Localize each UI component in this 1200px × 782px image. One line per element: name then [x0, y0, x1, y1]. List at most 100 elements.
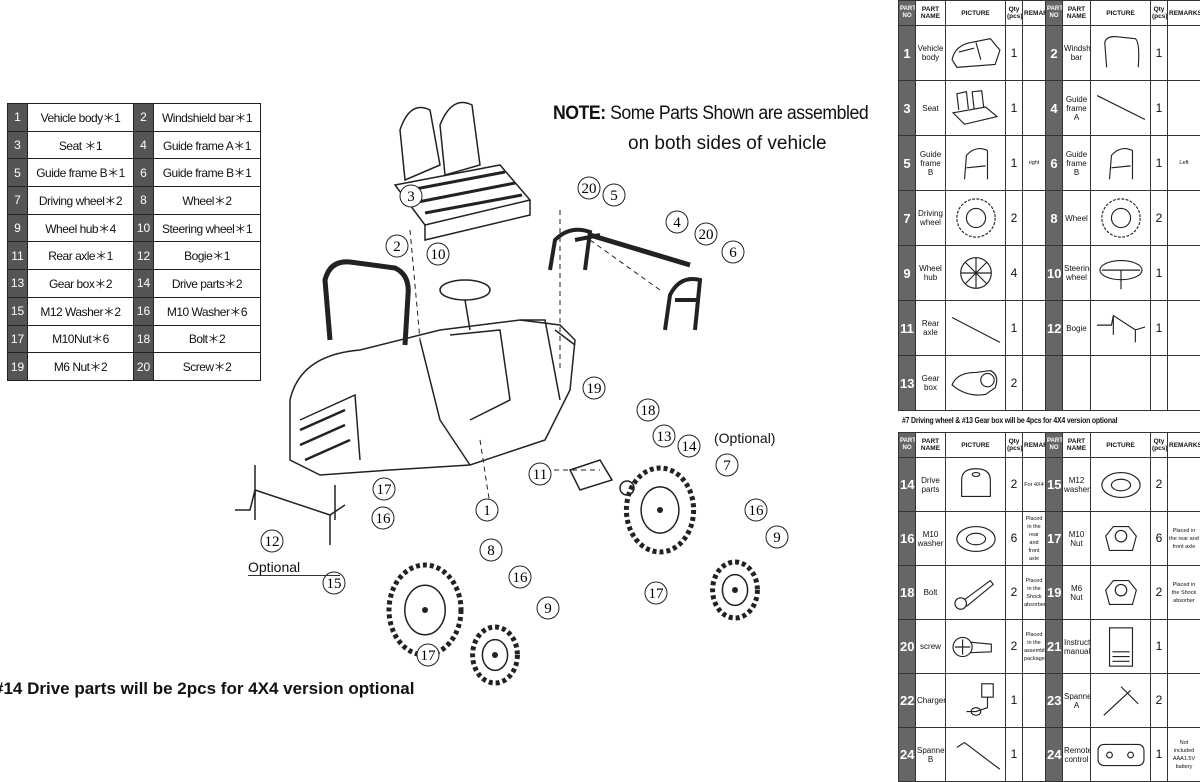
allen-picture-icon [947, 733, 1004, 777]
part-number: 6 [134, 159, 154, 187]
part-qty: 1 [1006, 301, 1023, 356]
callout-20: 20 [578, 177, 600, 199]
rod-picture-icon [1092, 86, 1149, 130]
callout-6: 6 [722, 241, 744, 263]
callout-number: 9 [773, 530, 781, 546]
part-name: Guide frame B [1063, 136, 1091, 191]
part-qty: 1 [1006, 674, 1023, 728]
part-name: Spanner A [1063, 674, 1091, 728]
part-name: M10 washer [916, 512, 946, 566]
part-picture [946, 674, 1006, 728]
bogie-drawing [235, 490, 345, 545]
table-note: #7 Driving wheel & #13 Gear box will be … [902, 416, 1117, 425]
part-picture [1091, 136, 1151, 191]
part-remarks: right [1023, 136, 1046, 191]
part-picture [946, 512, 1006, 566]
frame-picture-icon [1092, 141, 1149, 185]
part-picture [1091, 246, 1151, 301]
callout-17: 17 [645, 582, 667, 604]
callout-8: 8 [480, 539, 502, 561]
part-qty: 1 [1006, 81, 1023, 136]
optional-label-right: (Optional) [714, 430, 775, 446]
part-number: 12 [134, 242, 154, 270]
part-name: M6 Nut＊2 [28, 353, 134, 381]
part-picture [1091, 674, 1151, 728]
header-part-no: PART NO [1046, 433, 1063, 458]
callout-12: 12 [261, 530, 283, 552]
part-remarks [1168, 26, 1200, 81]
gear-picture-icon [947, 361, 1004, 405]
part-number: 9 [8, 214, 28, 242]
callout-number: 3 [407, 189, 415, 205]
part-remarks: Placed in the rear and front axle [1023, 512, 1046, 566]
part-qty: 6 [1006, 512, 1023, 566]
callout-number: 17 [421, 648, 437, 664]
header-remarks: REMARKS [1023, 1, 1046, 26]
callout-number: 18 [641, 403, 656, 419]
part-name: Guide frame A [1063, 81, 1091, 136]
part-number: 3 [899, 81, 916, 136]
nut-picture-icon [1092, 517, 1149, 561]
header-picture: PICTURE [946, 433, 1006, 458]
callout-5: 5 [603, 184, 625, 206]
callout-9: 9 [537, 597, 559, 619]
rear-wheel-drawing [389, 565, 461, 655]
part-picture [1091, 566, 1151, 620]
part-name: Vehicle body [916, 26, 946, 81]
washer-picture-icon [947, 517, 1004, 561]
part-number: 4 [1046, 81, 1063, 136]
part-qty: 1 [1006, 26, 1023, 81]
rear-axle-drawing [255, 465, 335, 520]
part-remarks [1023, 26, 1046, 81]
part-qty: 6 [1151, 512, 1168, 566]
callout-number: 14 [682, 439, 698, 455]
remote-picture-icon [1092, 733, 1149, 777]
part-picture [946, 191, 1006, 246]
part-number: 22 [899, 674, 916, 728]
part-number: 16 [134, 297, 154, 325]
part-name: screw [916, 620, 946, 674]
part-number: 20 [899, 620, 916, 674]
part-number: 7 [899, 191, 916, 246]
part-number: 5 [8, 159, 28, 187]
spanner-picture-icon [1092, 679, 1149, 723]
empty-cell [1151, 356, 1168, 411]
part-remarks: Left [1168, 136, 1200, 191]
table-row: 22Charger123Spanner A2 [899, 674, 1200, 728]
part-number: 2 [134, 104, 154, 132]
part-remarks: Placed in the Shock absorber [1168, 566, 1200, 620]
part-picture [1091, 191, 1151, 246]
header-remarks: REMARKS [1168, 1, 1200, 26]
callout-number: 10 [431, 247, 446, 263]
part-name: Guide frame B＊1 [28, 159, 134, 187]
callout-20: 20 [695, 223, 717, 245]
callout-number: 8 [487, 543, 495, 559]
gear-box-drawing [570, 460, 612, 490]
header-picture: PICTURE [1091, 433, 1151, 458]
part-remarks: Placed in the Shock absorber [1023, 566, 1046, 620]
callout-13: 13 [653, 425, 675, 447]
part-name: Driving wheel [916, 191, 946, 246]
part-number: 1 [8, 104, 28, 132]
part-remarks [1168, 301, 1200, 356]
callout-9: 9 [766, 526, 788, 548]
header-remarks: REMARKS [1023, 433, 1046, 458]
callout-number: 17 [649, 586, 665, 602]
frame-picture-icon [947, 141, 1004, 185]
header-part-name: PART NAME [916, 433, 946, 458]
callout-number: 2 [393, 239, 401, 255]
part-qty: 2 [1151, 674, 1168, 728]
part-qty: 2 [1006, 191, 1023, 246]
part-name: Seat ＊1 [28, 131, 134, 159]
part-number: 17 [1046, 512, 1063, 566]
part-name: Rear axle [916, 301, 946, 356]
part-qty: 1 [1151, 620, 1168, 674]
part-number: 16 [899, 512, 916, 566]
part-qty: 1 [1006, 136, 1023, 191]
